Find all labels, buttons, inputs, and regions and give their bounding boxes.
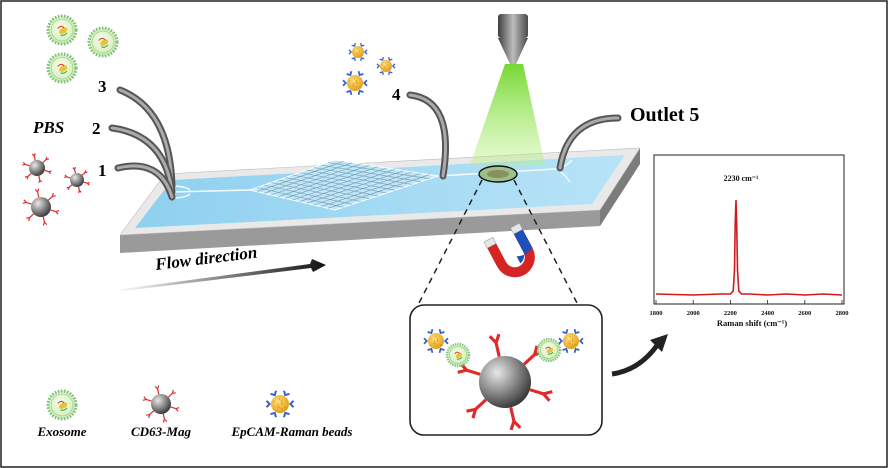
cd63-mag-particle [22,188,60,226]
inset-exosome [445,342,471,368]
flow-direction-arrow [115,259,326,292]
x-axis-title: Raman shift (cm⁻¹) [717,318,787,328]
peak-label: 2230 cm⁻¹ [724,174,759,183]
mixing-grid [248,159,439,211]
chip-front-face [120,210,600,253]
complex-inset [409,304,603,436]
legend-cd63-mag-label: CD63-Mag [131,424,191,439]
x-tick-label: 2000 [687,310,700,317]
raman-laser [470,14,545,165]
magnet-icon [483,222,535,278]
exosome-particle [46,14,78,46]
inlet-1-label: 1 [98,161,107,180]
x-tick-label: 2600 [798,310,811,317]
inlet-3-label: 3 [98,77,107,96]
x-tick-label: 2800 [836,310,849,317]
outlet-label: Outlet 5 [630,104,699,126]
zoom-lines [417,179,579,306]
legend-exosome-label: Exosome [36,424,86,439]
inset-epcam-bead [423,328,449,354]
raman-spectrum-chart: 1800 2000 2200 2400 2600 2800 2230 cm⁻¹ Raman… [650,154,849,328]
chip-right-face [600,148,640,226]
curved-arrow [611,334,668,377]
spectrum-line [655,199,843,296]
inset-mag-bead [457,333,553,431]
laser-nozzle-body [498,14,528,38]
x-tick-label: 2400 [761,310,774,317]
inlet-2-label: 2 [92,119,101,138]
epcam-bead-particle [376,56,396,76]
legend-cd63-mag-icon [142,385,180,423]
microfluidic-chip [119,147,641,253]
legend-exosome-icon [46,389,78,421]
x-tick-label: 2200 [724,310,737,317]
inset-exosome [536,337,562,363]
inlet-tubes [108,86,622,201]
inset-epcam-bead [558,328,584,354]
cd63-mag-particle [22,153,52,183]
legend-epcam-beads-label: EpCAM-Raman beads [231,424,353,439]
legend-epcam-bead-icon [265,390,295,418]
cd63-mag-particle [64,166,90,194]
exosome-particle [87,26,119,58]
x-tick-label: 1800 [650,310,663,317]
epcam-bead-particle [342,70,368,96]
exosome-particle [46,52,78,84]
epcam-bead-particle [348,42,368,62]
laser-beam [470,64,545,165]
particles [22,14,396,423]
pbs-label: PBS [32,118,64,137]
inlet-4-label: 4 [392,85,401,104]
laser-nozzle-tip [498,38,528,64]
